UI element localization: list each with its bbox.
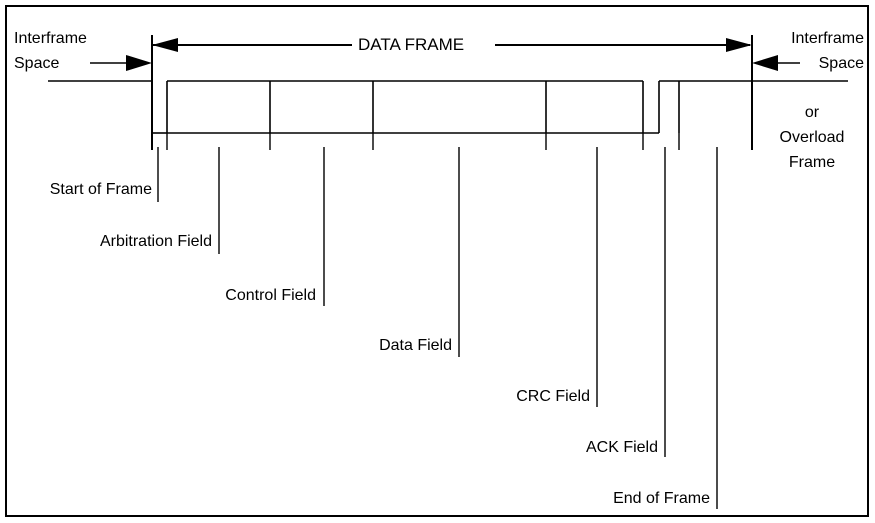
- overload-frame-line-overload: Overload: [779, 129, 845, 146]
- interframe-space-left-line2: Space: [14, 55, 60, 72]
- label-arbitration-field: Arbitration Field: [99, 233, 212, 250]
- label-control-field: Control Field: [225, 287, 316, 304]
- diagram-outer-border: [5, 5, 869, 517]
- label-start-of-frame: Start of Frame: [49, 181, 152, 198]
- label-data-field: Data Field: [379, 337, 452, 354]
- data-frame-label: DATA FRAME: [358, 35, 465, 54]
- overload-frame-line-or: or: [804, 104, 820, 121]
- interframe-space-right-line2: Space: [818, 55, 864, 72]
- overload-frame-line-frame: Frame: [788, 154, 836, 171]
- interframe-space-right-line1: Interframe: [791, 30, 864, 47]
- interframe-space-left-line1: Interframe: [14, 30, 87, 47]
- label-end-of-frame: End of Frame: [613, 490, 710, 507]
- label-crc-field: CRC Field: [516, 388, 590, 405]
- label-ack-field: ACK Field: [585, 439, 658, 456]
